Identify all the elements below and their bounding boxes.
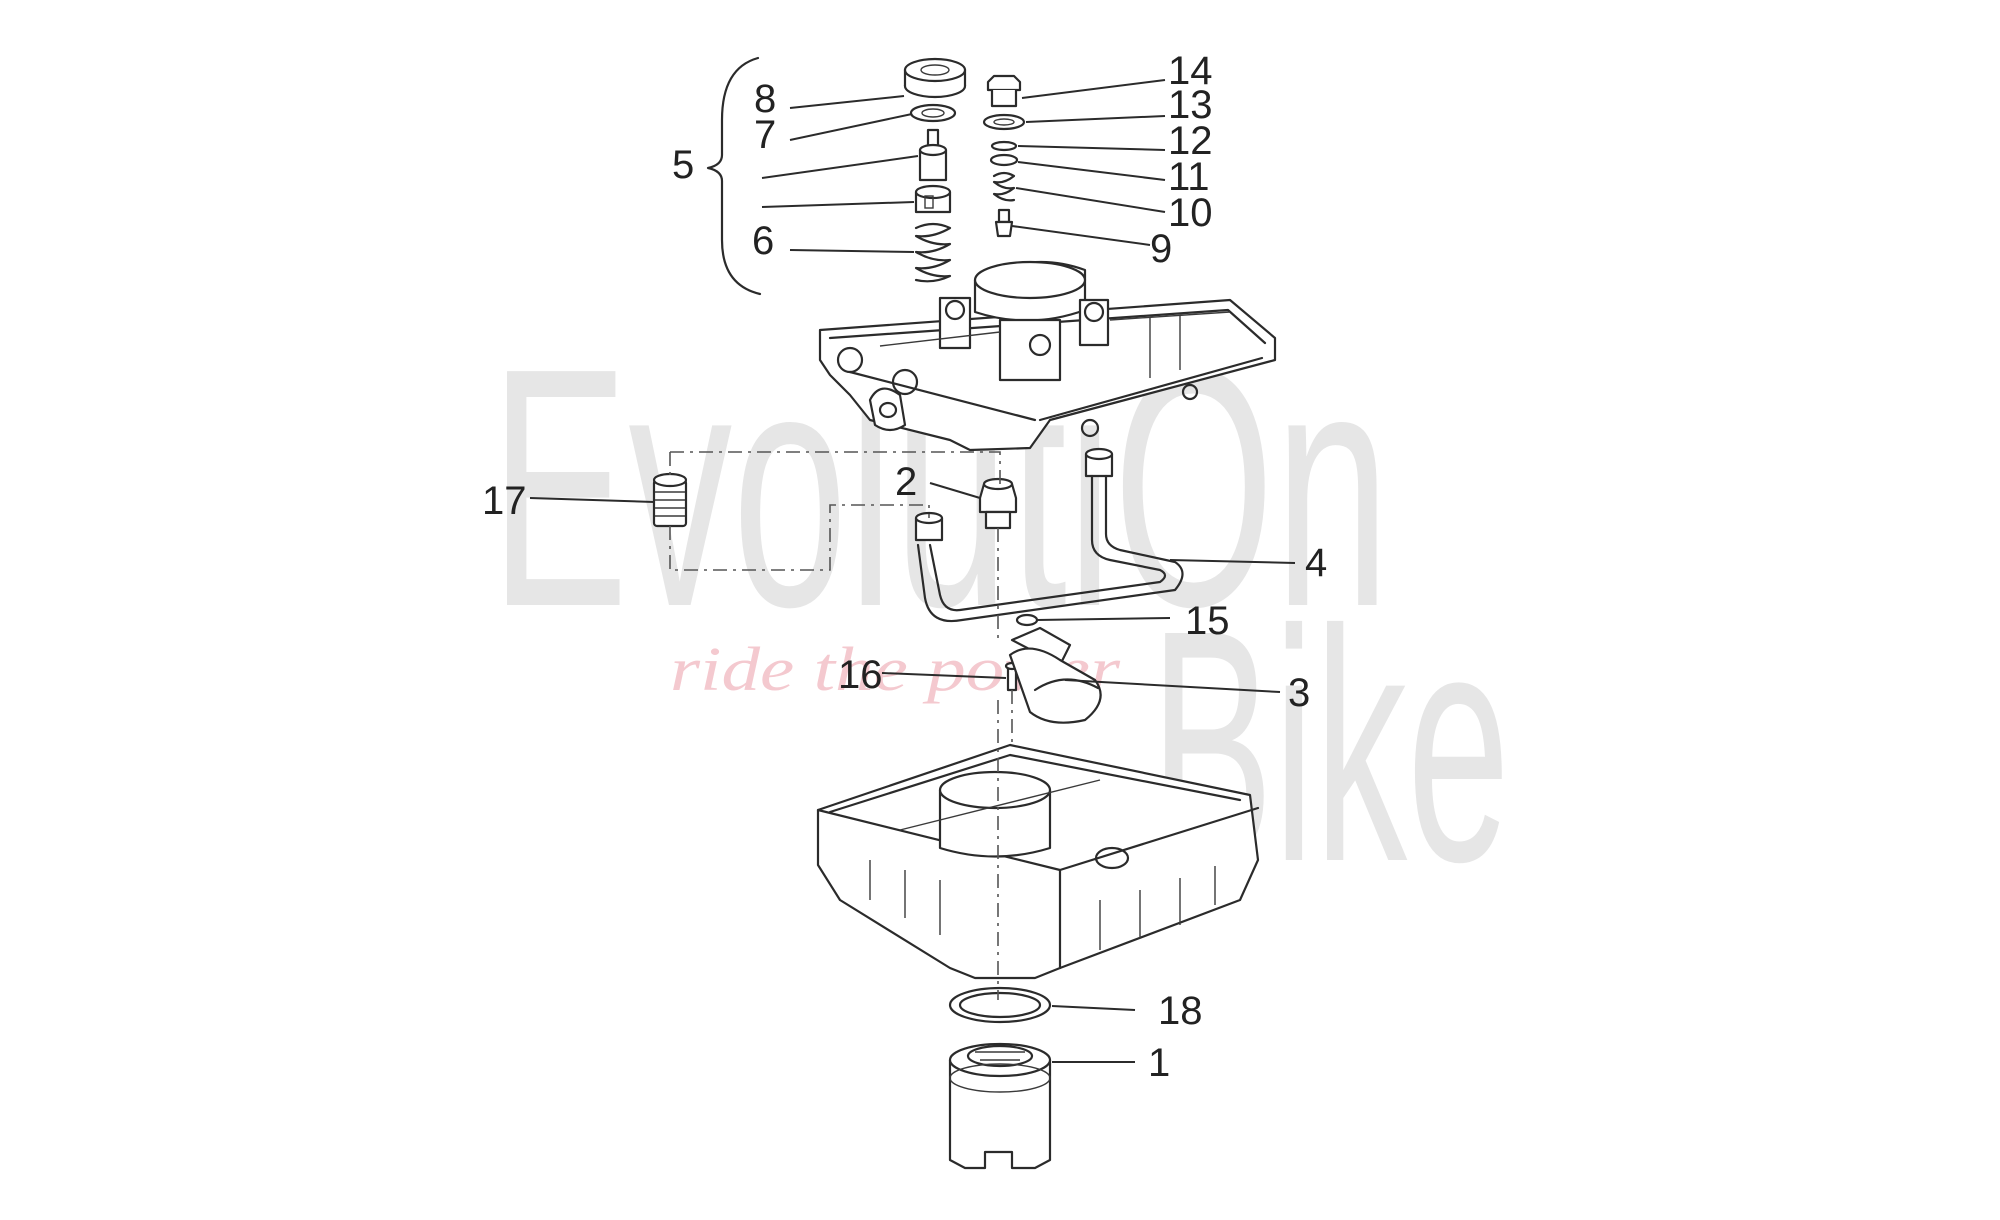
callout-4: 4 [1305,541,1327,585]
callout-9: 9 [1150,227,1172,271]
spring-6 [914,222,952,283]
callout-5: 5 [672,143,694,187]
callout-17: 17 [482,479,527,523]
callout-11: 11 [1168,155,1210,199]
piston-9 [994,208,1014,238]
fitting-17 [652,472,688,528]
ring-11 [989,153,1019,167]
relief-valve-parts [903,57,967,283]
callout-8: 8 [754,77,776,121]
callout-12: 12 [1168,119,1213,163]
callout-18: 18 [1158,989,1203,1033]
oring-12 [990,140,1018,152]
washer-13 [982,113,1026,131]
callout-7: 7 [754,113,776,157]
group-5-bracket [706,56,762,296]
callout-1: 1 [1148,1041,1170,1085]
callout-10: 10 [1168,191,1213,235]
callout-16: 16 [838,653,883,697]
plug-14 [986,74,1022,108]
upper-sump-housing [818,260,1277,452]
callout-15: 15 [1185,599,1230,643]
gasket-18 [948,986,1052,1024]
leader-lines [529,79,1296,1063]
spring-10 [992,171,1016,202]
callout-3: 3 [1288,671,1310,715]
assembly-centerlines [669,451,1013,1000]
valve-cage [914,184,952,214]
oil-pipe-4 [914,447,1184,623]
valve-stem [918,128,948,182]
bypass-valve-parts [982,74,1026,238]
callout-2: 2 [895,460,917,504]
fitting-2 [978,477,1018,530]
oil-filter-1 [948,1042,1052,1170]
callout-labels: 1 2 3 4 5 6 7 8 9 10 11 12 13 14 15 16 1… [482,49,1327,1085]
callout-13: 13 [1168,83,1213,127]
callout-14: 14 [1168,49,1213,93]
callout-6: 6 [752,219,774,263]
valve-cap-8 [903,57,967,99]
washer-7 [909,103,957,123]
oil-sump-pan [816,743,1260,980]
